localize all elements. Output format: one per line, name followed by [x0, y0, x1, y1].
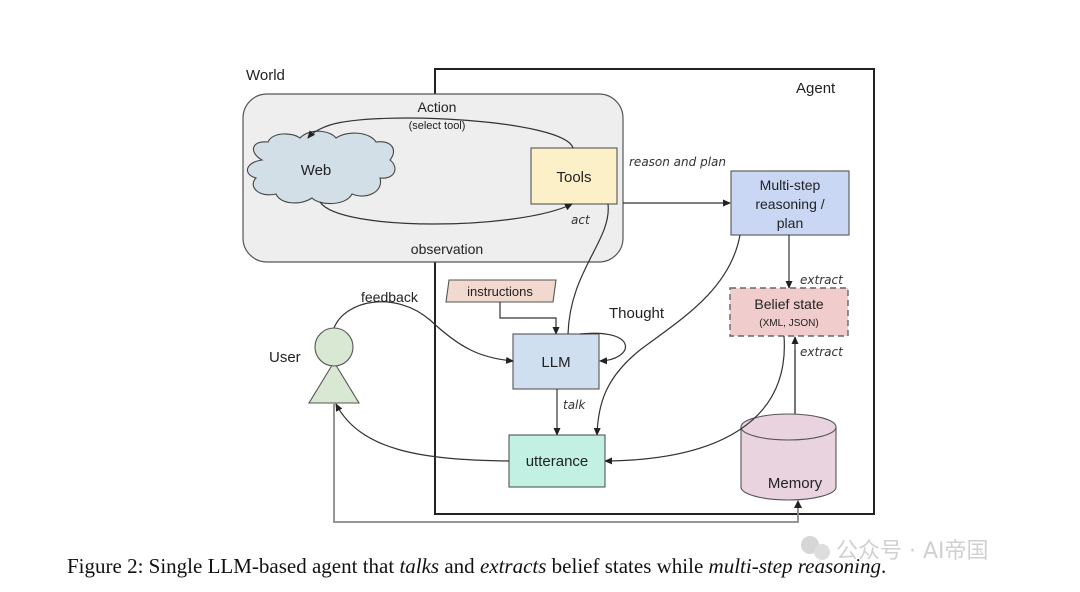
multistep-node: Multi-step reasoning / plan	[730, 170, 850, 236]
utterance-label: utterance	[526, 453, 589, 470]
belief-state-sub-label: (XML, JSON)	[759, 318, 818, 329]
figure-caption: Figure 2: Single LLM-based agent that ta…	[67, 554, 886, 578]
feedback-edge	[333, 301, 514, 364]
action-label: Action	[418, 99, 457, 115]
agent-label: Agent	[796, 80, 836, 97]
memory-arrowhead-icon	[794, 500, 802, 508]
multistep-to-utterance-edge	[593, 234, 741, 436]
instructions-label: instructions	[467, 284, 533, 299]
caption-em-talks: talks	[399, 554, 439, 578]
extract-label-bottom: extract	[800, 345, 844, 359]
database-icon	[740, 427, 837, 501]
instructions-node: instructions	[445, 279, 557, 303]
multistep-label-1: Multi-step	[760, 177, 821, 193]
act-label: act	[571, 213, 591, 227]
feedback-label: feedback	[361, 289, 419, 305]
world-label: World	[246, 67, 285, 84]
user-node: User	[269, 327, 360, 404]
watermark-text: 公众号 · AI帝国	[836, 539, 989, 564]
observation-label: observation	[411, 241, 483, 257]
caption-mid-1: and	[439, 554, 480, 578]
world-container	[242, 93, 624, 263]
web-cloud: Web	[246, 130, 396, 205]
caption-prefix: Figure 2: Single LLM-based agent that	[67, 554, 399, 578]
utterance-node: utterance	[508, 434, 606, 488]
tools-label: Tools	[556, 169, 591, 186]
cloud-icon	[246, 130, 396, 205]
llm-to-tools-edge	[567, 203, 609, 335]
caption-mid-2: belief states while	[546, 554, 708, 578]
llm-self-loop-edge	[579, 332, 626, 365]
talk-label: talk	[563, 398, 586, 412]
action-sub-label: (select tool)	[409, 120, 466, 132]
watermark: 公众号 · AI帝国	[801, 536, 989, 564]
llm-node: LLM	[512, 333, 600, 390]
memory-label: Memory	[768, 475, 823, 492]
extract-label-top: extract	[800, 273, 844, 287]
web-label: Web	[301, 162, 332, 179]
memory-node: Memory	[740, 413, 837, 501]
tools-node: Tools	[530, 147, 618, 205]
belief-state-label: Belief state	[754, 296, 823, 312]
reason-plan-label: reason and plan	[629, 155, 726, 169]
caption-em-extracts: extracts	[480, 554, 546, 578]
agent-container	[434, 68, 875, 515]
belief-to-utterance-edge	[604, 335, 785, 465]
multistep-label-2: reasoning /	[755, 196, 824, 212]
multistep-label-3: plan	[777, 215, 803, 231]
user-memory-edge	[333, 404, 799, 523]
observation-edge	[319, 201, 573, 225]
user-head-icon	[314, 327, 354, 367]
caption-suffix: .	[881, 554, 886, 578]
thought-label: Thought	[609, 305, 665, 322]
caption-em-multistep: multi-step reasoning	[709, 554, 881, 578]
llm-label: LLM	[541, 354, 570, 371]
belief-state-node: Belief state (XML, JSON)	[729, 287, 849, 337]
instructions-edge	[499, 302, 560, 335]
user-label: User	[269, 349, 301, 366]
action-edge	[307, 117, 574, 149]
user-body-icon	[308, 360, 360, 404]
utterance-to-user-edge	[335, 403, 510, 462]
